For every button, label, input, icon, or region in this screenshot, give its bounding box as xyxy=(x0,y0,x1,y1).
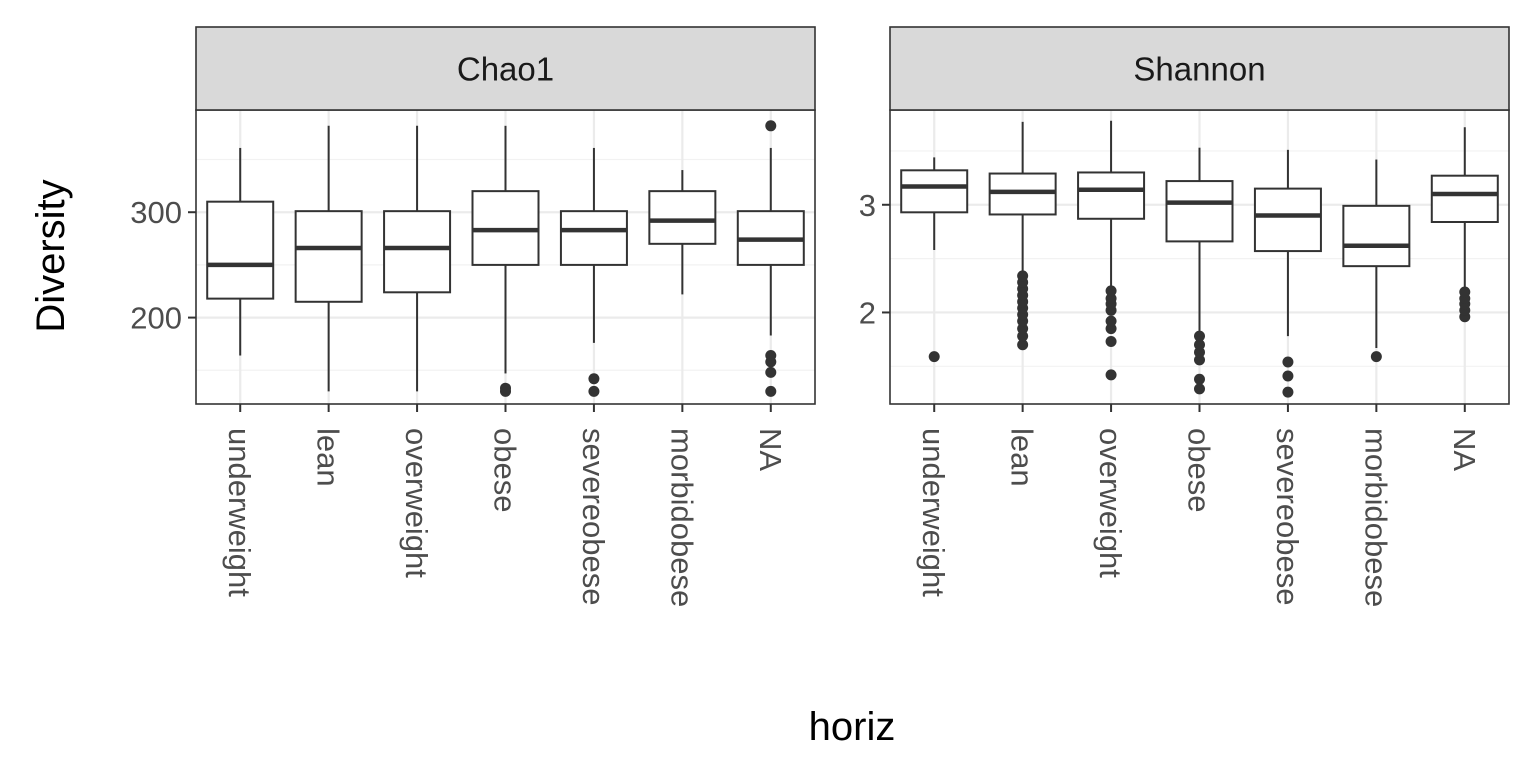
y-tick-label: 300 xyxy=(130,195,182,230)
panel-chao1: Chao1 200 300 underweight lean overweight obes… xyxy=(130,26,816,607)
x-tick-label: severeobese xyxy=(1270,428,1305,606)
strip-label: Shannon xyxy=(1133,51,1265,88)
box-morbidobese xyxy=(1342,159,1411,363)
outlier-point xyxy=(1459,286,1471,298)
outlier-point xyxy=(765,366,777,378)
x-tick-label: morbidobese xyxy=(1358,428,1393,607)
box-iqr xyxy=(1342,204,1411,268)
outlier-point xyxy=(1194,354,1205,366)
box-underweight xyxy=(206,147,275,356)
x-tick-label: morbidobese xyxy=(664,428,699,607)
box-iqr xyxy=(294,210,363,303)
outlier-point xyxy=(765,385,777,397)
box-iqr xyxy=(1165,180,1234,243)
outlier-point xyxy=(1282,370,1294,382)
outlier-point xyxy=(1194,330,1205,342)
y-tick-label: 200 xyxy=(130,301,182,336)
outlier-point xyxy=(588,373,600,385)
y-tick-label: 3 xyxy=(859,188,876,223)
box-iqr xyxy=(1430,174,1499,223)
outlier-point xyxy=(500,382,511,394)
y-tick-label: 2 xyxy=(859,295,876,330)
box-iqr xyxy=(648,190,717,245)
box-NA xyxy=(1430,127,1499,323)
strip-label: Chao1 xyxy=(457,51,554,88)
box-iqr xyxy=(1253,187,1322,253)
outlier-point xyxy=(765,120,777,132)
box-underweight xyxy=(900,157,969,363)
outlier-point xyxy=(1282,386,1294,398)
strip-background xyxy=(195,26,816,111)
x-tick-label: obese xyxy=(488,428,523,512)
outlier-point xyxy=(928,351,940,363)
box-NA xyxy=(736,120,805,397)
box-overweight xyxy=(1077,120,1146,381)
outlier-point xyxy=(1105,336,1117,348)
x-tick-label: underweight xyxy=(222,428,257,597)
x-tick-label: underweight xyxy=(916,428,951,597)
outlier-point xyxy=(1282,356,1294,368)
x-tick-label: NA xyxy=(753,428,788,471)
box-severeobese xyxy=(1253,149,1322,398)
outlier-point xyxy=(1194,339,1205,351)
outlier-point xyxy=(1105,369,1117,381)
outlier-point xyxy=(1105,323,1117,335)
box-iqr xyxy=(900,169,969,214)
box-iqr xyxy=(206,200,275,300)
x-tick-label: overweight xyxy=(399,428,434,578)
strip-background xyxy=(889,26,1510,111)
x-axis-title: horiz xyxy=(809,705,896,749)
x-tick-label: lean xyxy=(1005,428,1040,487)
panel-shannon: Shannon 2 3 underweight lean overweight obese s… xyxy=(859,26,1510,607)
box-obese xyxy=(471,125,540,397)
outlier-point xyxy=(1105,315,1117,327)
box-iqr xyxy=(383,210,452,294)
box-iqr xyxy=(1077,171,1146,220)
y-axis-title: Diversity xyxy=(29,179,73,332)
x-tick-label: obese xyxy=(1182,428,1217,512)
outlier-point xyxy=(1194,346,1205,358)
box-lean xyxy=(988,121,1057,351)
box-overweight xyxy=(383,125,452,392)
x-tick-label: NA xyxy=(1447,428,1482,471)
outlier-point xyxy=(1194,373,1205,385)
outlier-point xyxy=(1105,292,1117,304)
outlier-point xyxy=(1370,351,1382,363)
box-lean xyxy=(294,125,363,392)
x-tick-label: severeobese xyxy=(576,428,611,606)
outlier-point xyxy=(1017,339,1029,351)
box-morbidobese xyxy=(648,170,717,295)
outlier-point xyxy=(588,385,600,397)
outlier-point xyxy=(1017,330,1029,342)
box-iqr xyxy=(559,210,628,266)
x-tick-label: lean xyxy=(311,428,346,487)
x-tick-label: overweight xyxy=(1093,428,1128,578)
outlier-point xyxy=(1017,323,1029,335)
box-severeobese xyxy=(559,147,628,397)
box-obese xyxy=(1165,147,1234,395)
outlier-point xyxy=(1105,285,1117,297)
outlier-point xyxy=(1194,383,1205,395)
outlier-point xyxy=(1017,270,1029,282)
outlier-point xyxy=(765,350,777,362)
